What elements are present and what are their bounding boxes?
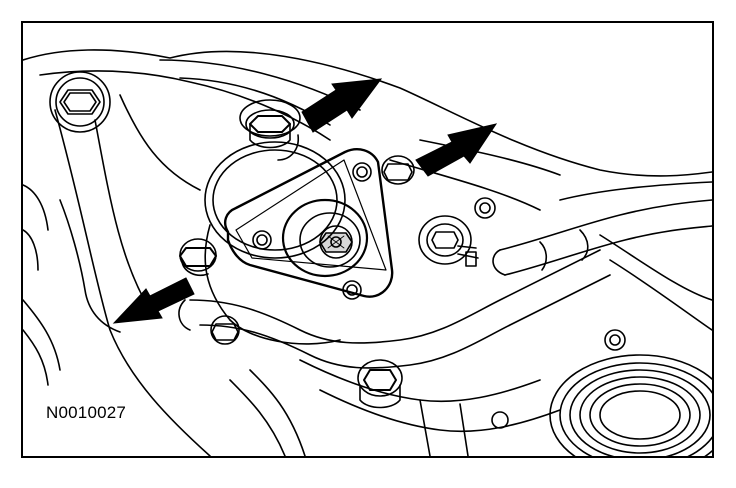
bolt-upper: [239, 99, 301, 161]
callout-arrows: [112, 78, 498, 324]
triangular-flange: [224, 148, 394, 300]
engine-block-outline: [23, 49, 712, 456]
bolt-lower-left: [179, 238, 217, 277]
arrow-right-bolt: [415, 123, 498, 177]
lower-bracket: [229, 359, 561, 456]
hose-lower: [178, 249, 611, 369]
sensor-fitting-right: [418, 197, 496, 267]
hex-plug-upper-left: [49, 71, 111, 133]
coolant-tube-right: [492, 181, 712, 331]
figure-caption: N0010027: [46, 403, 127, 422]
bolt-right: [381, 155, 415, 185]
left-housing-curves: [23, 184, 121, 333]
pump-hub: [281, 198, 369, 278]
arrow-upper-bolt: [301, 78, 383, 133]
pulley-lower-right: [491, 329, 712, 456]
arrow-lower-left-bolt: [112, 277, 195, 324]
